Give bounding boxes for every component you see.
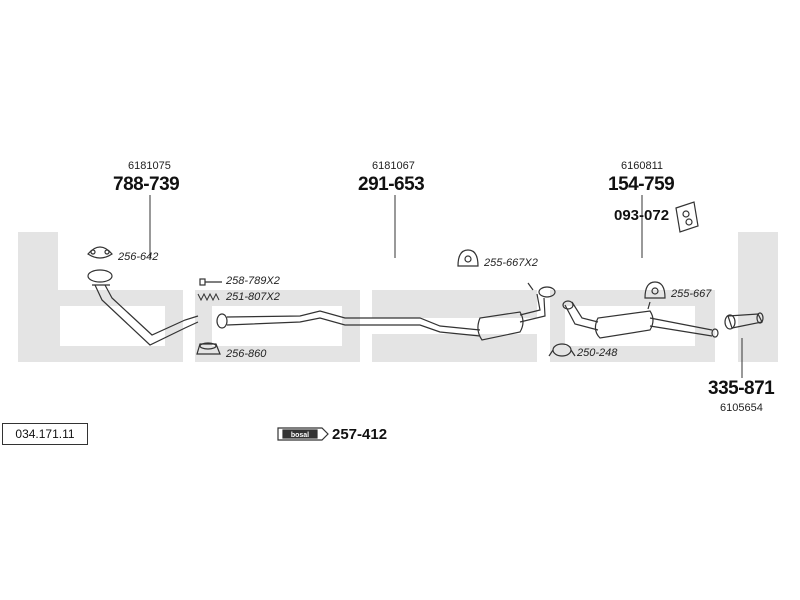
watermark-holes [60, 306, 695, 346]
rear-pipe [562, 300, 719, 339]
part-number-spring: 251-807X2 [226, 291, 280, 303]
catalog-number: 034.171.11 [15, 427, 75, 441]
part-number-tailpipe: 335-871 [708, 378, 775, 399]
rear-hanger-icon [644, 281, 666, 299]
gasket-icon [87, 246, 113, 259]
clamp-icon [548, 343, 576, 357]
part-number-clamp: 250-248 [577, 347, 618, 359]
ref-number-rear: 6160811 [621, 160, 664, 172]
middle-pipe [216, 282, 556, 341]
part-number-bolt: 258-789X2 [226, 275, 280, 287]
ref-number-front: 6181075 [128, 160, 171, 172]
bosal-kit-logo: bosal [291, 432, 309, 439]
part-number-front-pipe: 788-739 [113, 174, 180, 195]
bolt-icon [199, 278, 222, 286]
part-number-hanger-rear: 255-667 [671, 288, 712, 300]
part-number-bracket: 093-072 [614, 207, 670, 224]
ref-number-tailpipe: 6105654 [720, 402, 763, 414]
part-number-rear-silencer: 154-759 [608, 174, 675, 195]
part-number-gasket: 256-642 [118, 251, 159, 263]
leader-lines [149, 195, 743, 378]
bosal-kit-box [277, 427, 329, 441]
hanger-icon [457, 249, 479, 267]
part-number-hanger-mid: 255-667X2 [484, 257, 538, 269]
spring-icon [197, 292, 220, 302]
front-pipe [87, 269, 199, 346]
catalog-number-box: 034.171.11 [2, 423, 88, 445]
ring-icon [196, 342, 221, 355]
part-number-middle-silencer: 291-653 [358, 174, 425, 195]
part-number-ring: 256-860 [226, 348, 267, 360]
ref-number-middle: 6181067 [372, 160, 415, 172]
tailpipe-icon [724, 312, 764, 330]
part-number-fitting-kit: 257-412 [332, 426, 388, 443]
bracket-icon [675, 201, 699, 233]
